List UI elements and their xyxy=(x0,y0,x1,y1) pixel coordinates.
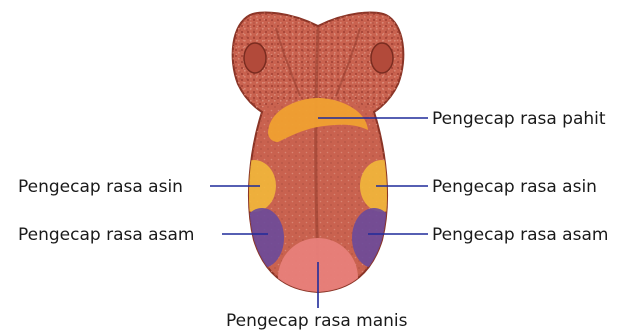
label-sweet: Pengecap rasa manis xyxy=(226,311,408,331)
label-salty-left: Pengecap rasa asin xyxy=(18,177,183,197)
label-sour-left: Pengecap rasa asam xyxy=(18,225,194,245)
label-bitter: Pengecap rasa pahit xyxy=(432,109,606,129)
right-tonsil xyxy=(371,43,393,73)
tongue xyxy=(220,0,420,318)
label-salty-right: Pengecap rasa asin xyxy=(432,177,597,197)
label-sour-right: Pengecap rasa asam xyxy=(432,225,608,245)
left-tonsil xyxy=(244,43,266,73)
